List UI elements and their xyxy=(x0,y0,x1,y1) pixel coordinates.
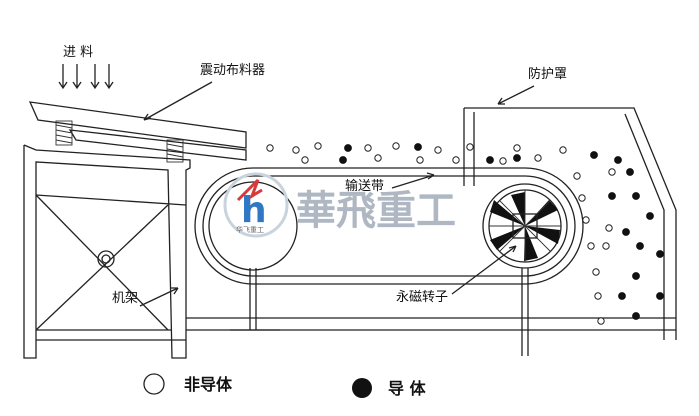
vibrating-feeder-label: 震动布料器 xyxy=(200,63,265,78)
legend-non-conductor: 非导体 xyxy=(184,375,233,394)
legend: 非导体 导 体 xyxy=(143,373,427,398)
vibrating-feeder-leader xyxy=(143,81,213,121)
conductor-marker xyxy=(352,378,372,398)
logo-caption: 华飞重工 xyxy=(236,225,264,234)
feed-arrows xyxy=(58,64,114,90)
magnetic-rotor-label: 永磁转子 xyxy=(396,290,448,305)
frame xyxy=(23,144,191,359)
legend-conductor: 导 体 xyxy=(388,379,427,398)
guard-cover-label: 防护罩 xyxy=(528,66,567,82)
guard-cover-leader xyxy=(497,85,535,105)
guard-cover xyxy=(463,107,677,340)
magnetic-rotor-leader xyxy=(451,245,517,295)
conveyor-belt xyxy=(194,167,584,356)
feed-label: 进 料 xyxy=(63,45,93,60)
conveyor-belt-leader xyxy=(391,172,435,189)
non-conductor-marker xyxy=(143,373,165,395)
conveyor-belt-label: 输送带 xyxy=(345,178,384,194)
watermark-text: 華飛重工 xyxy=(296,187,456,234)
magnetic-rotor xyxy=(482,183,568,269)
vibrating-feeder xyxy=(28,101,247,163)
particles xyxy=(266,142,664,325)
watermark-logo: h 华飞重工 xyxy=(223,172,289,238)
frame-label: 机架 xyxy=(112,291,138,306)
logo-letter: h xyxy=(241,190,267,231)
frame-leader xyxy=(139,287,179,307)
